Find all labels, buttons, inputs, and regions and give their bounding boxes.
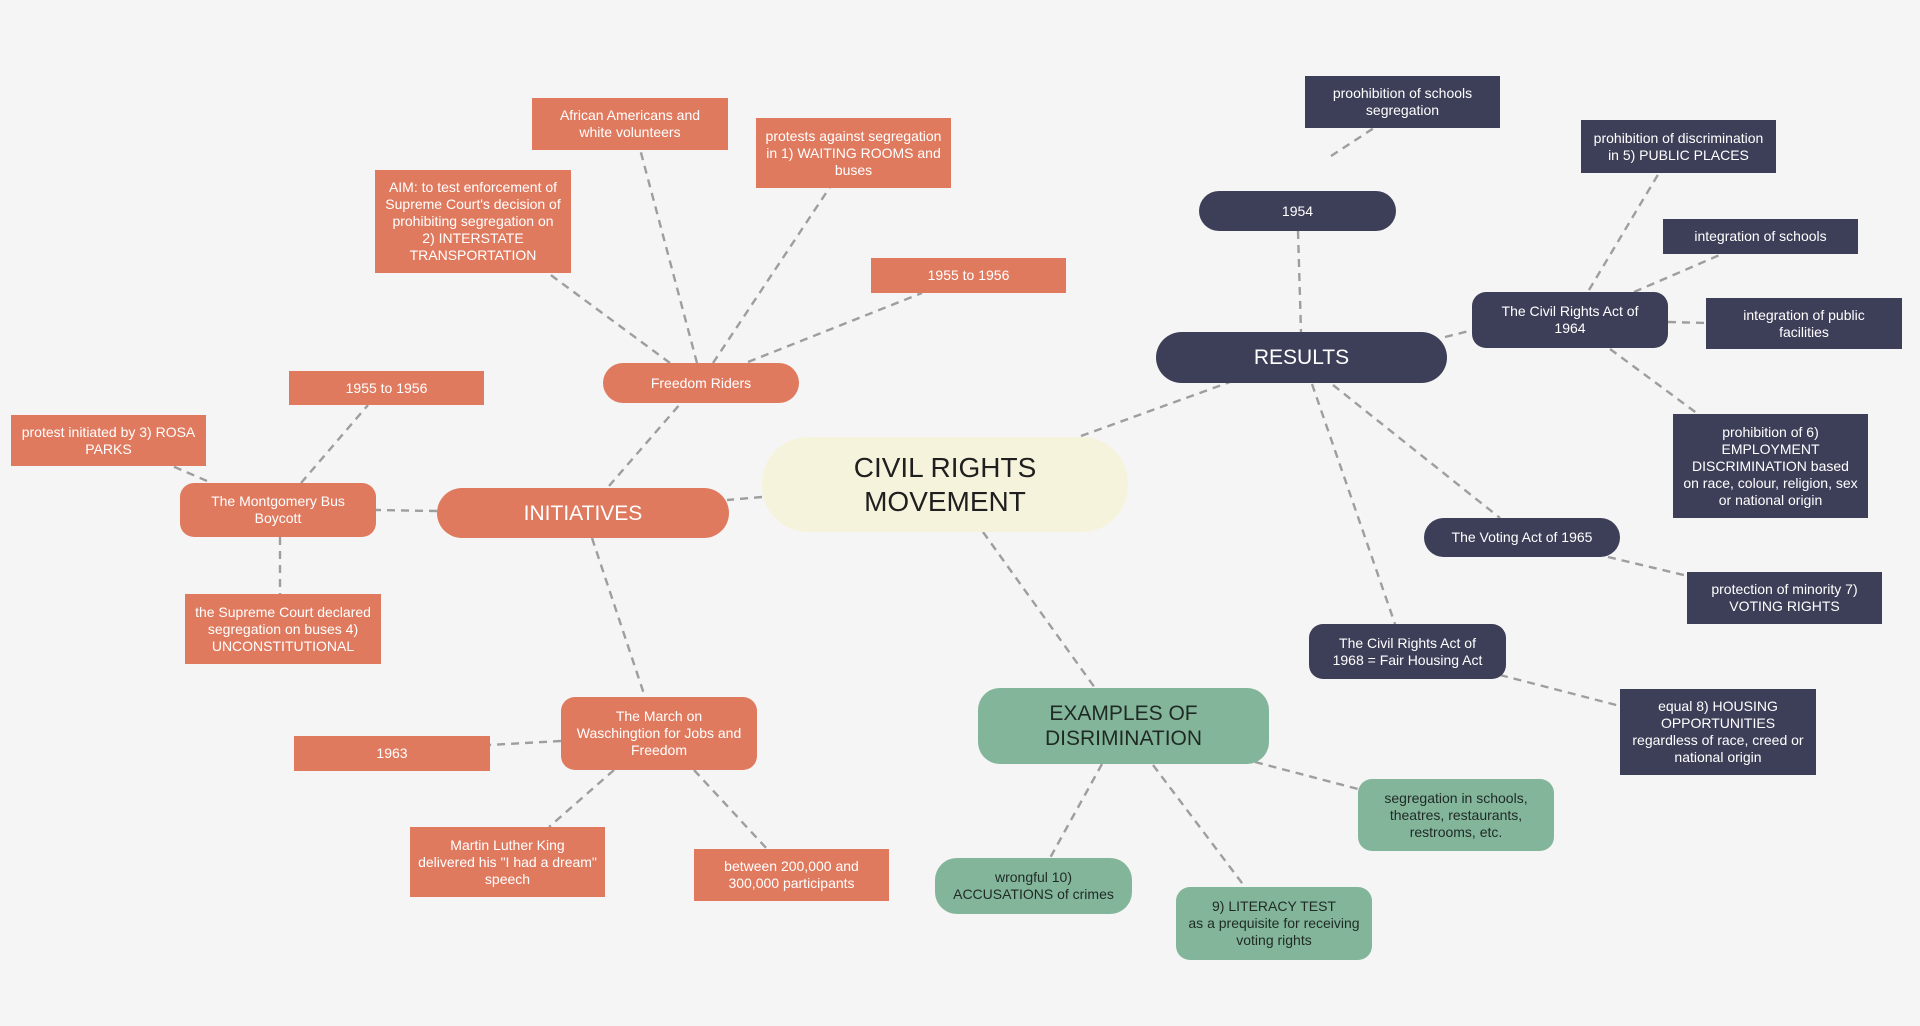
connector <box>1254 760 1359 791</box>
act-1964-integration-facilities[interactable]: integration of public facilities <box>1706 298 1902 349</box>
connector <box>1152 764 1246 888</box>
montgomery-dates[interactable]: 1955 to 1956 <box>289 371 484 405</box>
connector <box>1633 252 1723 294</box>
connector <box>300 404 369 484</box>
connector <box>1332 384 1501 519</box>
connector <box>169 463 208 483</box>
connector <box>747 291 923 364</box>
connector <box>1296 230 1303 333</box>
example-segregation[interactable]: segregation in schools, theatres, restau… <box>1358 779 1554 851</box>
connector <box>1667 320 1707 325</box>
act-1964-employment[interactable]: prohibition of 6) EMPLOYMENT DISCRIMINAT… <box>1673 414 1868 518</box>
march-on-washington-node[interactable]: The March on Waschingtion for Jobs and F… <box>561 697 757 770</box>
connector <box>1607 555 1689 578</box>
connector <box>548 769 615 828</box>
montgomery-supreme-court[interactable]: the Supreme Court declared segregation o… <box>185 594 381 664</box>
central-topic[interactable]: CIVIL RIGHTS MOVEMENT <box>762 437 1128 532</box>
connector <box>590 537 647 698</box>
civil-rights-act-1964-node[interactable]: The Civil Rights Act of 1964 <box>1472 292 1668 348</box>
connector <box>1609 348 1699 415</box>
connector <box>726 495 763 502</box>
connector <box>1330 124 1378 158</box>
connector <box>712 186 831 364</box>
freedom-riders-node[interactable]: Freedom Riders <box>603 363 799 403</box>
example-literacy-test[interactable]: 9) LITERACY TEST as a prequisite for rec… <box>1176 887 1372 960</box>
freedom-riders-aim[interactable]: AIM: to test enforcement of Supreme Cour… <box>375 170 571 273</box>
connector <box>693 769 769 851</box>
result-1954-node[interactable]: 1954 <box>1199 191 1396 231</box>
connector <box>608 402 682 487</box>
connector <box>1080 380 1231 438</box>
act-1964-public-places[interactable]: prohibition of discrimination in 5) PUBL… <box>1581 120 1776 173</box>
voting-act-1965-node[interactable]: The Voting Act of 1965 <box>1424 518 1620 557</box>
connector <box>1499 673 1621 708</box>
example-wrongful-accusations[interactable]: wrongful 10) ACCUSATIONS of crimes <box>935 858 1132 914</box>
montgomery-rosa-parks[interactable]: protest initiated by 3) ROSA PARKS <box>11 415 206 466</box>
connector <box>638 148 699 364</box>
march-participants[interactable]: between 200,000 and 300,000 participants <box>694 849 889 901</box>
connector <box>547 272 671 364</box>
civil-rights-act-1968-node[interactable]: The Civil Rights Act of 1968 = Fair Hous… <box>1309 624 1506 679</box>
march-mlk-speech[interactable]: Martin Luther King delivered his "I had … <box>410 827 605 897</box>
voting-act-detail[interactable]: protection of minority 7) VOTING RIGHTS <box>1687 572 1882 624</box>
connector <box>1444 328 1474 339</box>
connector <box>375 508 438 513</box>
montgomery-boycott-node[interactable]: The Montgomery Bus Boycott <box>180 483 376 537</box>
connector <box>1048 763 1104 859</box>
initiatives-node[interactable]: INITIATIVES <box>437 488 729 538</box>
act-1968-housing[interactable]: equal 8) HOUSING OPPORTUNITIES regardles… <box>1620 689 1816 775</box>
connector <box>488 739 562 747</box>
march-year[interactable]: 1963 <box>294 736 490 771</box>
connector <box>1587 172 1661 291</box>
results-node[interactable]: RESULTS <box>1156 332 1447 383</box>
freedom-riders-participants[interactable]: African Americans and white volunteers <box>532 98 728 150</box>
freedom-riders-dates[interactable]: 1955 to 1956 <box>871 258 1066 293</box>
connector <box>982 531 1096 689</box>
connector <box>1310 383 1397 625</box>
examples-node[interactable]: EXAMPLES OF DISRIMINATION <box>978 688 1269 764</box>
freedom-riders-protests[interactable]: protests against segregation in 1) WAITI… <box>756 118 951 188</box>
result-1954-detail[interactable]: proohibition of schools segregation <box>1305 76 1500 128</box>
act-1964-integration-schools[interactable]: integration of schools <box>1663 219 1858 254</box>
